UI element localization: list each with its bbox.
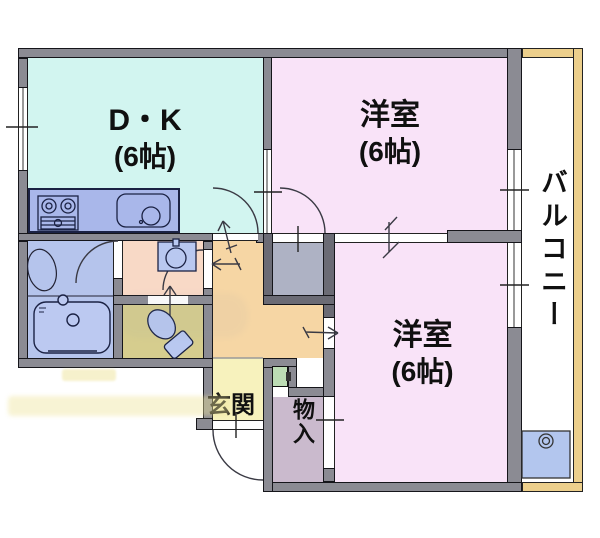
room-size: (6帖) [113,140,177,172]
wall-segment [18,233,213,241]
hallway-floor [263,305,323,358]
wall-segment [263,57,272,150]
hallway-floor [213,241,263,358]
kitchen-counter [28,188,180,233]
wall-segment [18,241,28,368]
window [507,150,522,230]
closet-wall [263,295,335,305]
wall-segment [18,58,28,88]
balcony-wall [573,48,583,492]
room-label-entrance: 玄関 [207,392,255,419]
room-name: 洋室 [392,319,453,352]
door-opening [148,295,188,305]
room-name: 洋室 [360,99,420,132]
balcony-floor [522,58,573,482]
room-label-storage: 物入 [290,398,315,446]
bathroom-floor [27,241,113,358]
meter-box-icon [272,366,288,387]
wall-segment [507,48,522,150]
window [507,243,522,327]
window [263,150,272,233]
closet-wall [323,233,335,318]
sliding-door-opening [335,233,447,243]
wall-segment [203,241,213,250]
wall-segment [18,358,213,368]
wall-segment [323,468,335,482]
storage-floor [273,397,323,482]
wall-segment [447,230,522,243]
entrance-floor [213,358,263,420]
balcony-wall [522,482,583,492]
watermark [62,369,116,381]
room-size: (6帖) [391,355,454,387]
room-bedroom-bottom-floor [335,243,507,482]
washroom-floor [123,241,203,295]
wall-segment [113,278,123,368]
watermark [8,396,230,416]
wall-segment [323,348,335,397]
room-label-bedroom-bottom: 洋室 (6帖) [325,318,520,389]
wall-segment [18,170,28,241]
room-label-balcony: バルコニー [537,168,567,333]
window [18,88,28,170]
door-opening [203,250,213,288]
room-label-dk: D・K (6帖) [55,103,235,174]
closet-door-opening [273,233,323,243]
toilet-room-floor [123,305,203,358]
room-size: (6帖) [358,135,422,167]
room-name: D・K [108,104,182,137]
room-label-bedroom-top: 洋室 (6帖) [295,98,485,169]
entrance-jamb [196,418,213,430]
door-opening [113,241,123,278]
wall-segment [263,482,522,492]
storage-door-opening [323,397,335,468]
entrance-door-opening [213,420,263,430]
closet-interior [273,243,323,295]
door-opening [213,233,258,241]
